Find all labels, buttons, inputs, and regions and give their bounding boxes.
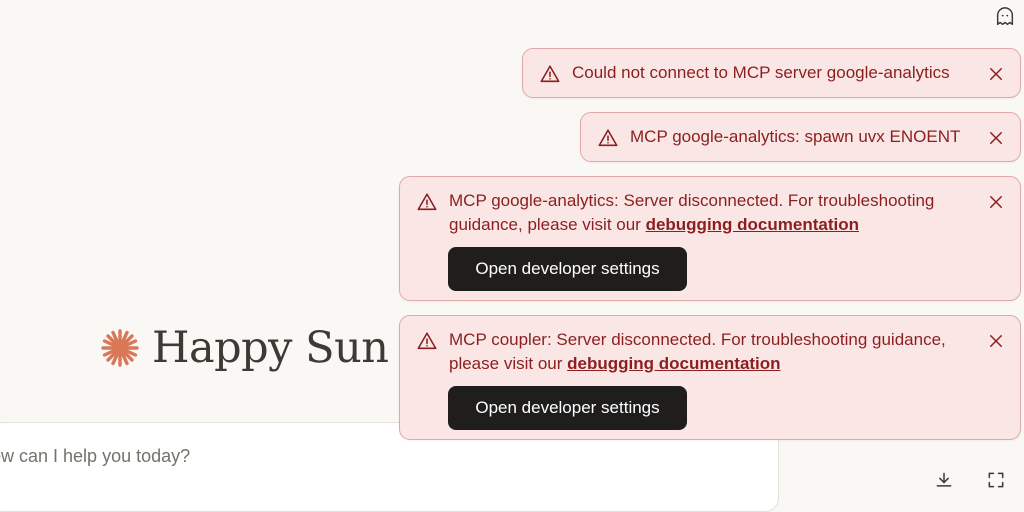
warning-triangle-icon (417, 193, 437, 211)
toast-message: MCP google-analytics: spawn uvx ENOENT (630, 127, 961, 146)
chat-input[interactable] (0, 441, 593, 471)
greeting-text: Happy Sun (152, 323, 389, 373)
toast-message-line: guidance, please visit our (449, 215, 646, 234)
download-icon[interactable] (930, 466, 958, 494)
open-developer-settings-button[interactable]: Open developer settings (448, 386, 687, 430)
close-icon[interactable] (987, 193, 1005, 211)
warning-triangle-icon (417, 332, 437, 350)
toast-message-line: MCP google-analytics: Server disconnecte… (449, 191, 935, 210)
close-icon[interactable] (987, 65, 1005, 83)
close-icon[interactable] (987, 332, 1005, 350)
open-developer-settings-button[interactable]: Open developer settings (448, 247, 687, 291)
greeting: Happy Sun (100, 318, 389, 378)
toast-message: MCP google-analytics: Server disconnecte… (449, 189, 989, 237)
close-icon[interactable] (987, 129, 1005, 147)
debugging-docs-link[interactable]: debugging documentation (567, 354, 781, 373)
error-toast: MCP google-analytics: Server disconnecte… (399, 176, 1021, 301)
error-toast: Could not connect to MCP server google-a… (522, 48, 1021, 98)
debugging-docs-link[interactable]: debugging documentation (645, 215, 859, 234)
toast-message: MCP coupler: Server disconnected. For tr… (449, 328, 989, 376)
toast-message: Could not connect to MCP server google-a… (572, 63, 950, 82)
error-toast: MCP google-analytics: spawn uvx ENOENT (580, 112, 1021, 162)
warning-triangle-icon (540, 65, 560, 83)
sparkle-icon (101, 329, 139, 367)
toast-message-line: MCP coupler: Server disconnected. For tr… (449, 330, 946, 349)
toast-message-line: please visit our (449, 354, 568, 373)
error-toast: MCP coupler: Server disconnected. For tr… (399, 315, 1021, 440)
fullscreen-icon[interactable] (982, 466, 1010, 494)
warning-triangle-icon (598, 129, 618, 147)
ghost-icon[interactable] (992, 4, 1018, 30)
